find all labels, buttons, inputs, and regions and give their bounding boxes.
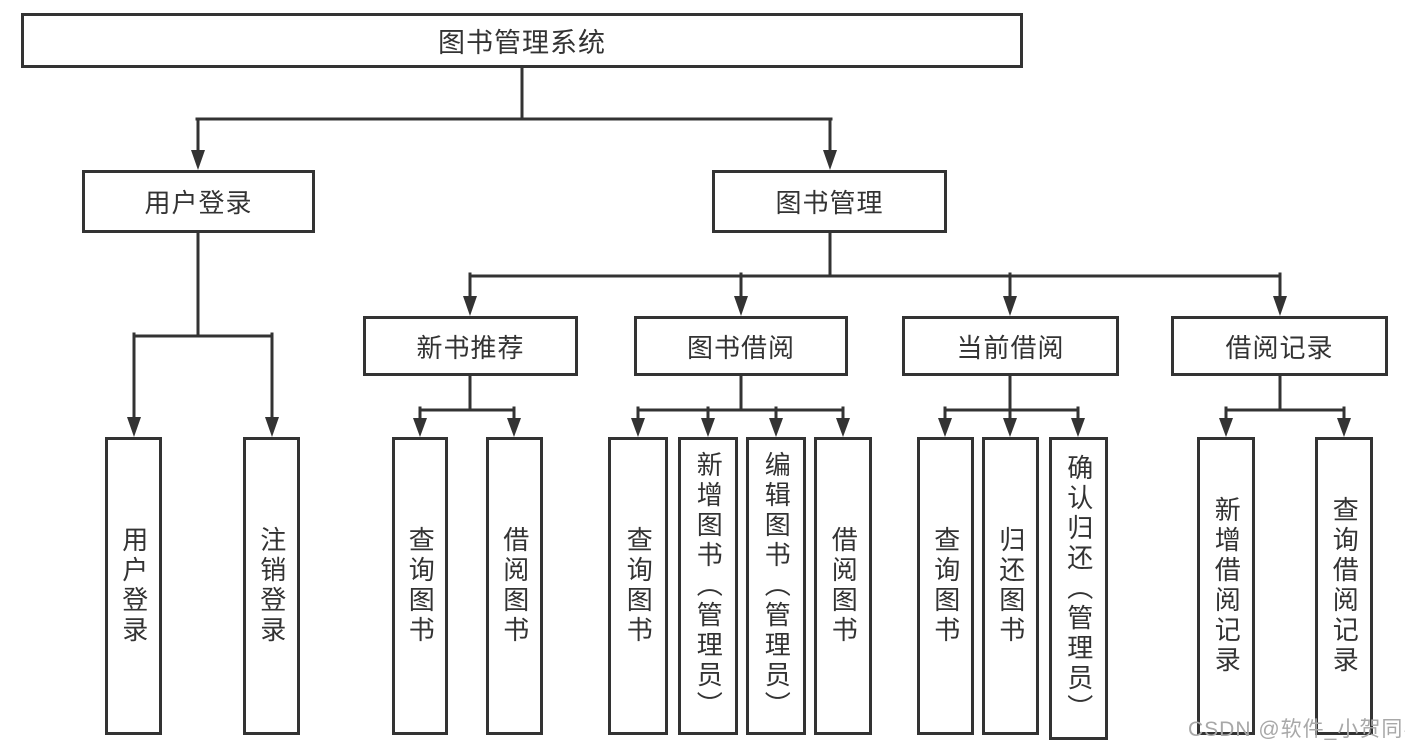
leaf-user-login: 用户登录 (105, 437, 162, 735)
node-book-borrow-label: 图书借阅 (686, 332, 795, 363)
leaf-logout-label: 注销登录 (256, 526, 287, 646)
leaf-query-books-recommend-label: 查询图书 (405, 526, 436, 646)
node-current-borrow: 当前借阅 (902, 316, 1119, 376)
leaf-add-borrow-record: 新增借阅记录 (1197, 437, 1255, 735)
leaf-query-borrow-record: 查询借阅记录 (1315, 437, 1373, 735)
leaf-query-books-current-label: 查询图书 (930, 526, 961, 646)
leaf-borrow-books: 借阅图书 (814, 437, 872, 735)
leaf-query-borrow-record-label: 查询借阅记录 (1329, 496, 1360, 676)
leaf-query-books-recommend: 查询图书 (392, 437, 448, 735)
leaf-add-books-admin: 新增图书（管理员） (678, 437, 738, 735)
leaf-add-borrow-record-label: 新增借阅记录 (1211, 496, 1242, 676)
node-user-login-label: 用户登录 (144, 188, 253, 218)
node-book-management-label: 图书管理 (775, 188, 884, 218)
leaf-borrow-books-label: 借阅图书 (828, 526, 859, 646)
node-new-book-recommend-label: 新书推荐 (416, 332, 525, 363)
leaf-query-books-current: 查询图书 (917, 437, 974, 735)
leaf-borrow-books-recommend: 借阅图书 (486, 437, 543, 735)
node-book-management: 图书管理 (712, 170, 947, 233)
leaf-user-login-label: 用户登录 (118, 526, 149, 646)
node-user-login: 用户登录 (82, 170, 315, 233)
node-borrow-record: 借阅记录 (1171, 316, 1388, 376)
node-root: 图书管理系统 (21, 13, 1023, 68)
leaf-logout: 注销登录 (243, 437, 300, 735)
node-borrow-record-label: 借阅记录 (1225, 332, 1334, 363)
leaf-add-books-admin-label: 新增图书（管理员） (693, 451, 724, 721)
node-new-book-recommend: 新书推荐 (363, 316, 578, 376)
leaf-query-books-borrow: 查询图书 (608, 437, 668, 735)
leaf-confirm-return-admin-label: 确认归还（管理员） (1063, 453, 1094, 724)
leaf-confirm-return-admin: 确认归还（管理员） (1049, 437, 1108, 740)
csdn-watermark: CSDN @软件_小贺同学 (1188, 718, 1405, 741)
node-book-borrow: 图书借阅 (634, 316, 848, 376)
leaf-return-books-label: 归还图书 (995, 526, 1026, 646)
node-root-label: 图书管理系统 (438, 28, 606, 58)
leaf-edit-books-admin-label: 编辑图书（管理员） (761, 451, 792, 721)
node-current-borrow-label: 当前借阅 (956, 332, 1065, 363)
leaf-return-books: 归还图书 (982, 437, 1039, 735)
leaf-edit-books-admin: 编辑图书（管理员） (746, 437, 806, 735)
leaf-borrow-books-recommend-label: 借阅图书 (499, 526, 530, 646)
leaf-query-books-borrow-label: 查询图书 (623, 526, 654, 646)
